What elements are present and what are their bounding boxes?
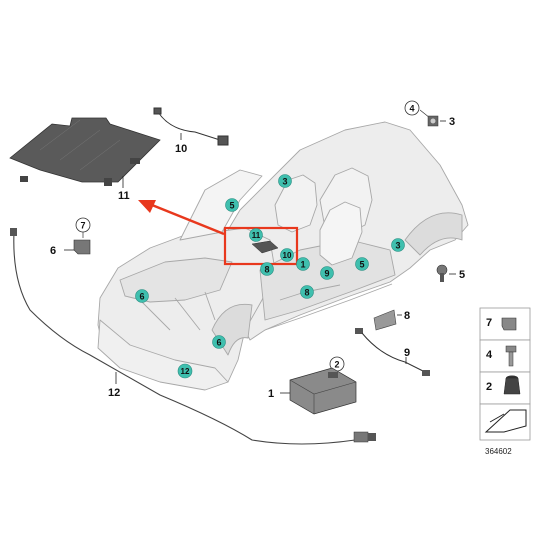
- callout-1: 1: [268, 388, 274, 400]
- part-9-cable: [355, 328, 430, 376]
- svg-text:8: 8: [304, 288, 309, 298]
- callout-4-circle: [404, 100, 420, 116]
- svg-text:6: 6: [216, 338, 221, 348]
- badge-1: 1: [296, 257, 310, 271]
- part-11-insulation-mat: [9, 117, 161, 186]
- svg-text:8: 8: [264, 265, 269, 275]
- highlight-box: [223, 226, 299, 266]
- callout-5: 5: [459, 269, 465, 281]
- svg-text:1: 1: [300, 260, 305, 270]
- svg-text:3: 3: [282, 177, 287, 187]
- svg-text:6: 6: [139, 292, 144, 302]
- legend-7-label: 7: [486, 317, 492, 329]
- part-1-control-unit: [289, 367, 357, 415]
- image-id: 364602: [485, 447, 512, 456]
- svg-text:5: 5: [229, 201, 234, 211]
- legend-2-label: 2: [486, 381, 492, 393]
- callout-8: 8: [404, 310, 410, 322]
- badge-9: 9: [320, 266, 334, 280]
- badge-3-rear-side: 3: [391, 238, 405, 252]
- badge-6-engine-bay: 6: [135, 289, 149, 303]
- legend-4-label: 4: [486, 349, 493, 361]
- part-12-cable: [10, 228, 376, 445]
- callout-7: 7: [80, 221, 85, 231]
- arrow-pointer-icon: [484, 409, 527, 433]
- badge-11: 11: [249, 228, 263, 242]
- car-body: [97, 121, 469, 391]
- badge-10: 10: [280, 248, 294, 262]
- callout-6: 6: [50, 245, 56, 257]
- svg-text:10: 10: [283, 251, 292, 260]
- part-8-bracket: [373, 309, 397, 331]
- screw-icon: [505, 345, 517, 367]
- part-3-grommet: [427, 115, 439, 127]
- svg-text:11: 11: [252, 231, 261, 240]
- callout-9: 9: [404, 347, 410, 359]
- part-5-sensor: [436, 264, 448, 282]
- callout-11: 11: [118, 190, 130, 202]
- badge-3-rear-upper: 3: [278, 174, 292, 188]
- callout-4: 4: [409, 104, 414, 114]
- callout-10: 10: [175, 143, 187, 155]
- part-6-bracket: [73, 239, 91, 255]
- highlight-arrowhead: [138, 200, 156, 213]
- badge-5-windscreen: 5: [225, 198, 239, 212]
- highlight-arrow: [151, 203, 225, 236]
- part-10-cable: [153, 107, 229, 146]
- svg-text:9: 9: [324, 269, 329, 279]
- svg-text:3: 3: [395, 241, 400, 251]
- grommet-icon: [503, 375, 521, 395]
- callout-2: 2: [334, 360, 339, 370]
- callout-12: 12: [108, 387, 120, 399]
- clip-icon: [501, 317, 517, 331]
- svg-text:5: 5: [359, 260, 364, 270]
- svg-text:12: 12: [181, 367, 190, 376]
- badge-5-seat: 5: [355, 257, 369, 271]
- badge-8-tunnel: 8: [260, 262, 274, 276]
- callout-3: 3: [449, 116, 455, 128]
- badge-6-front-lower: 6: [212, 335, 226, 349]
- badge-12: 12: [177, 363, 193, 379]
- hardware-legend: 7 4 2: [479, 307, 531, 441]
- badge-8-floor: 8: [300, 285, 314, 299]
